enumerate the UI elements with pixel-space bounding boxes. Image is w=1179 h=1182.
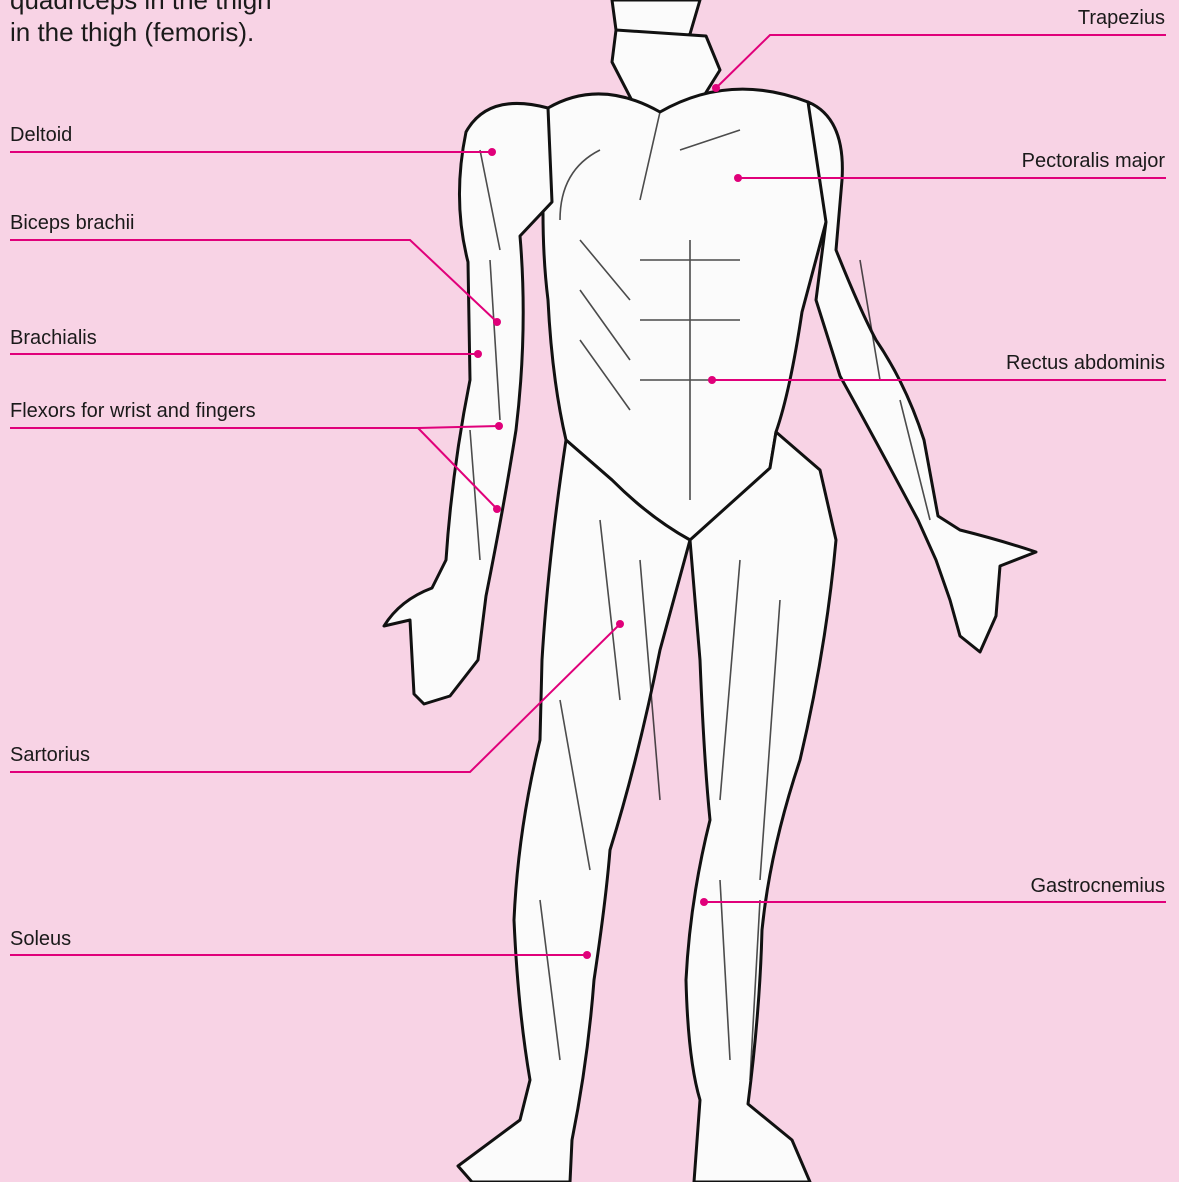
gastrocnemius-dot <box>700 898 708 906</box>
label-flexors: Flexors for wrist and fingers <box>10 400 256 422</box>
brachialis-dot <box>474 350 482 358</box>
label-gastrocnemius: Gastrocnemius <box>1031 875 1166 897</box>
rectus-abdominis-dot <box>708 376 716 384</box>
intro-line-1: quadriceps in the thigh <box>10 0 272 16</box>
biceps-brachii-dot <box>493 318 501 326</box>
label-brachialis: Brachialis <box>10 327 97 349</box>
intro-text: quadriceps in the thigh in the thigh (fe… <box>10 0 272 48</box>
label-biceps-brachii: Biceps brachii <box>10 212 135 234</box>
right-arm <box>808 102 1036 652</box>
label-pectoralis-major: Pectoralis major <box>1022 150 1165 172</box>
pectoralis-major-dot <box>734 174 742 182</box>
biceps-brachii-leader <box>10 240 497 322</box>
sartorius-dot <box>616 620 624 628</box>
label-soleus: Soleus <box>10 928 71 950</box>
label-sartorius: Sartorius <box>10 744 90 766</box>
flexors-leader <box>10 426 499 428</box>
trapezius-dot <box>712 84 720 92</box>
sartorius-leader <box>10 624 620 772</box>
label-trapezius: Trapezius <box>1078 7 1165 29</box>
flexors-dot-2 <box>493 505 501 513</box>
flexors-dot <box>495 422 503 430</box>
label-rectus-abdominis: Rectus abdominis <box>1006 352 1165 374</box>
soleus-dot <box>583 951 591 959</box>
left-arm <box>384 103 552 704</box>
label-deltoid: Deltoid <box>10 124 72 146</box>
right-leg <box>686 432 836 1182</box>
intro-line-2: in the thigh (femoris). <box>10 16 272 48</box>
deltoid-dot <box>488 148 496 156</box>
trapezius-leader <box>716 35 1166 88</box>
